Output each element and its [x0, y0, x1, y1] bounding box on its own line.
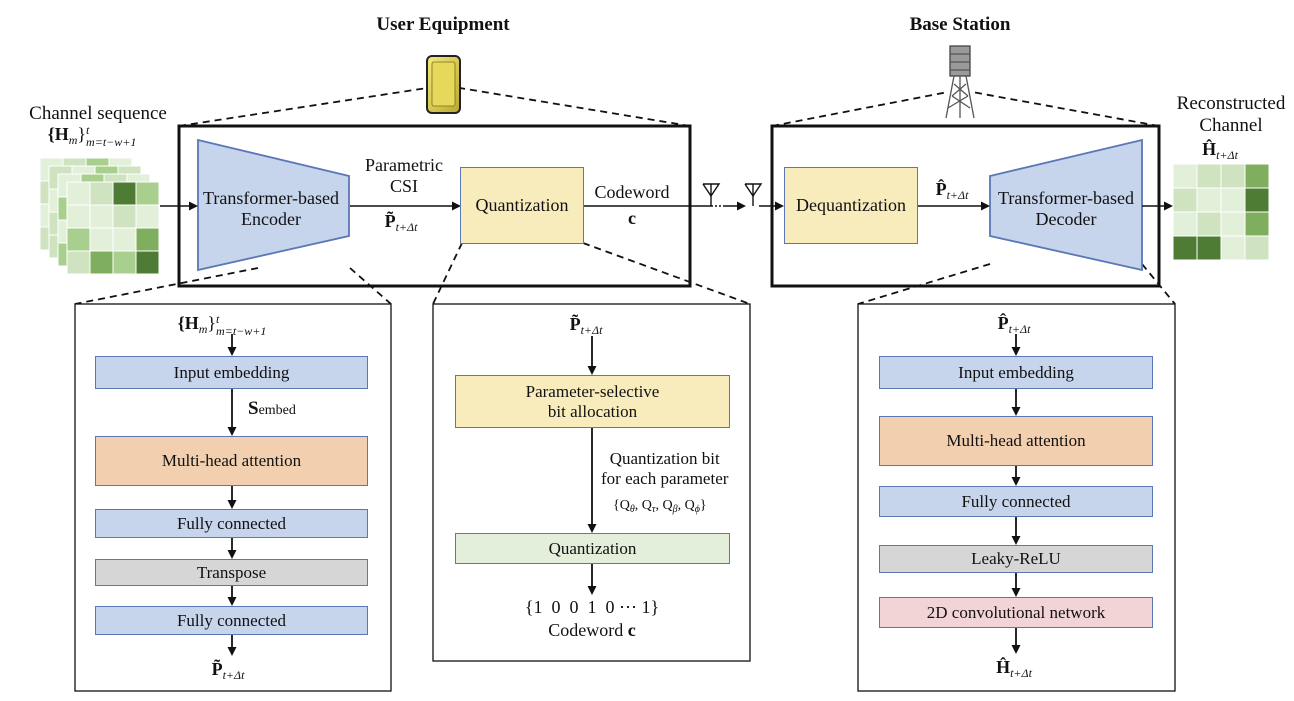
- input-channel-grid: [39, 157, 160, 275]
- reconstructed-channel-symbol: Ĥt+Δt: [1202, 139, 1238, 162]
- decoder-multi-head-attention: Multi-head attention: [879, 416, 1153, 466]
- quantization-bit-set: {Qθ, Qτ, Qβ, Qϕ}: [613, 498, 707, 515]
- grid-cell: [1172, 187, 1198, 213]
- base-station-title: Base Station: [909, 14, 1011, 35]
- encoder-transpose: Transpose: [95, 559, 368, 586]
- encoder-trapezoid: [197, 138, 350, 272]
- encoder-detail-output: P̃t+Δt: [211, 659, 245, 682]
- channel-sequence-label: Channel sequence: [29, 103, 167, 124]
- grid-cell: [1172, 163, 1198, 189]
- encoder-fully-connected-2: Fully connected: [95, 606, 368, 635]
- quant-detail-codeword: Codeword c: [548, 620, 636, 640]
- phone-icon: [426, 55, 461, 114]
- quant-detail-quantization: Quantization: [455, 533, 730, 564]
- grid-cell: [66, 250, 91, 275]
- quantization-block: Quantization: [460, 167, 584, 244]
- grid-cell: [1244, 163, 1270, 189]
- antenna-icon: [702, 183, 721, 206]
- grid-cell: [1220, 211, 1246, 237]
- grid-cell: [66, 181, 91, 206]
- grid-cell: [135, 181, 160, 206]
- base-station-icon: [945, 45, 975, 119]
- decoder-trapezoid: [989, 138, 1143, 272]
- grid-cell: [1220, 163, 1246, 189]
- grid-cell: [1196, 187, 1222, 213]
- grid-cell: [1172, 235, 1198, 261]
- grid-cell: [1244, 187, 1270, 213]
- grid-cell: [1244, 235, 1270, 261]
- user-equipment-title: User Equipment: [376, 14, 510, 35]
- dequantization-block: Dequantization: [784, 167, 918, 244]
- s-embed-label: Sembed: [248, 398, 296, 419]
- decoder-detail-input: P̂t+Δt: [997, 313, 1031, 336]
- grid-cell: [135, 204, 160, 229]
- zoom-lines: [74, 87, 1176, 305]
- encoder-fully-connected-1: Fully connected: [95, 509, 368, 538]
- output-channel-grid: [1172, 163, 1270, 261]
- grid-cell: [112, 227, 137, 252]
- grid-cell: [1196, 211, 1222, 237]
- grid-cell: [1172, 211, 1198, 237]
- codeword-bits: {1 0 0 1 0 ⋯ 1}: [524, 597, 660, 617]
- grid-cell: [1196, 235, 1222, 261]
- codeword-label: Codeword: [594, 182, 670, 202]
- grid-cell: [1220, 235, 1246, 261]
- grid-cell: [112, 204, 137, 229]
- parametric-csi-symbol: P̃t+Δt: [384, 211, 418, 234]
- grid-cell: [66, 204, 91, 229]
- antenna-icon: [744, 183, 763, 206]
- grid-cell: [112, 181, 137, 206]
- grid-cell: [89, 181, 114, 206]
- decoder-input-symbol: P̂t+Δt: [935, 179, 969, 202]
- decoder-detail-output: Ĥt+Δt: [996, 657, 1032, 680]
- grid-cell: [89, 204, 114, 229]
- decoder-2d-conv: 2D convolutional network: [879, 597, 1153, 628]
- grid-cell: [112, 250, 137, 275]
- decoder-input-embedding: Input embedding: [879, 356, 1153, 389]
- decoder-fully-connected: Fully connected: [879, 486, 1153, 517]
- codeword-symbol: c: [628, 208, 636, 228]
- grid-cell: [89, 250, 114, 275]
- grid-cell: [66, 227, 91, 252]
- grid-cell: [135, 250, 160, 275]
- decoder-leaky-relu: Leaky-ReLU: [879, 545, 1153, 573]
- grid-cell: [89, 227, 114, 252]
- quant-detail-input: P̃t+Δt: [569, 314, 603, 337]
- grid-cell: [1220, 187, 1246, 213]
- grid-cell: [1196, 163, 1222, 189]
- grid-cell: [135, 227, 160, 252]
- encoder-multi-head-attention: Multi-head attention: [95, 436, 368, 486]
- encoder-input-embedding: Input embedding: [95, 356, 368, 389]
- grid-cell: [1244, 211, 1270, 237]
